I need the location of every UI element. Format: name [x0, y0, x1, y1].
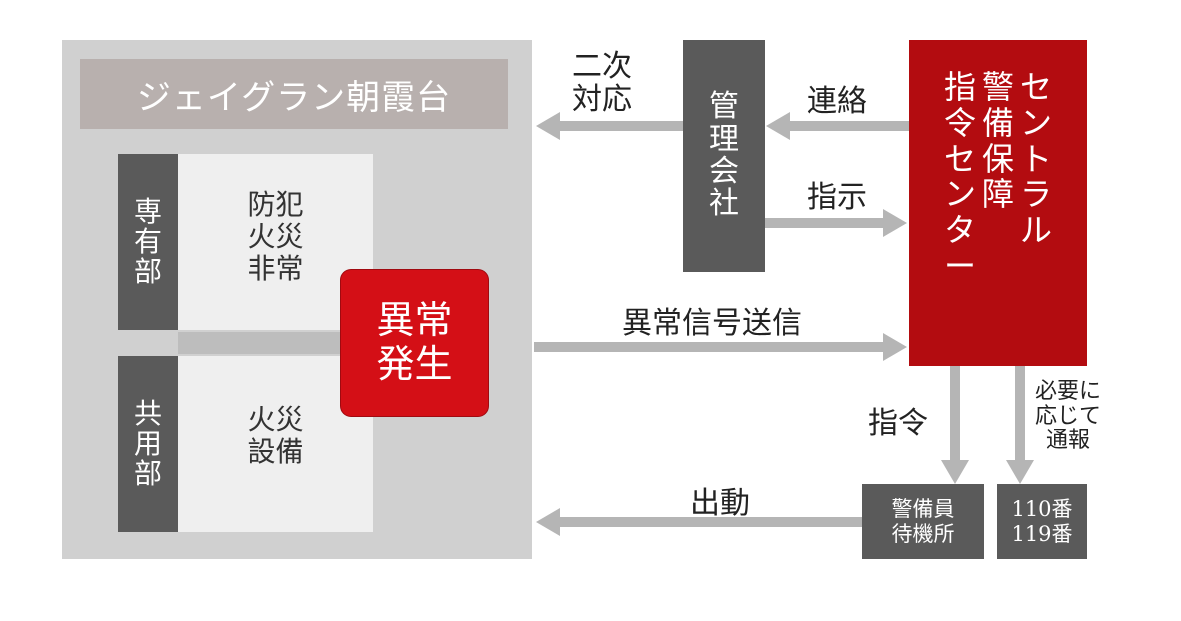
- security-center-box: セ ン ト ラ ル 警 備 保 障 指 令 セ ン タ ー: [909, 40, 1087, 366]
- arrow-signal-transmission-head: [883, 333, 907, 361]
- private-item-emergency: 非常: [247, 252, 304, 286]
- arrow-notify: [1015, 366, 1025, 462]
- security-center-col-3: 指 令 セ ン タ ー: [943, 68, 976, 366]
- management-company-char: 理: [709, 121, 739, 157]
- arrow-signal-transmission: [534, 342, 884, 352]
- label-notify-line: 必要に: [1035, 379, 1102, 404]
- arrow-dispatch-head: [536, 508, 560, 536]
- common-area-panel: 火災 設備: [178, 356, 373, 532]
- private-item-security: 防犯: [247, 187, 304, 221]
- management-company-char: 管: [709, 89, 739, 125]
- private-area-char: 部: [133, 255, 162, 289]
- arrow-command-head: [941, 460, 969, 484]
- label-command: 指令: [868, 406, 928, 441]
- private-area-char: 専: [133, 194, 162, 228]
- security-center-char: タ: [943, 211, 976, 250]
- arrow-contact-head: [766, 112, 790, 140]
- label-secondary-response-line: 二次: [572, 49, 632, 84]
- security-center-char: 障: [981, 175, 1014, 214]
- label-notify-if-needed: 必要に 応じて 通報: [1035, 379, 1102, 454]
- security-center-char: 保: [981, 139, 1014, 178]
- emergency-numbers-box: 110番 119番: [997, 484, 1087, 559]
- common-item-equipment: 設備: [247, 435, 304, 468]
- common-area-char: 用: [133, 426, 162, 460]
- building-title: ジェイグラン朝霞台: [80, 59, 508, 129]
- emergency-number-police: 110番: [1011, 497, 1073, 522]
- private-item-fire: 火災: [247, 219, 304, 253]
- label-notify-line: 通報: [1046, 428, 1091, 454]
- private-area-tab: 専 有 部: [118, 154, 178, 330]
- label-notify-line: 応じて: [1035, 403, 1102, 429]
- emergency-number-fire: 119番: [1011, 521, 1073, 546]
- security-center-col-2: 警 備 保 障: [981, 68, 1014, 366]
- security-center-col-1: セ ン ト ラ ル: [1020, 68, 1053, 366]
- standby-line: 待機所: [891, 521, 955, 546]
- security-center-char: セ: [1020, 68, 1053, 106]
- security-center-char: 指: [943, 68, 976, 106]
- abnormal-event-line: 異常: [376, 298, 453, 343]
- management-company-char: 会: [709, 154, 739, 189]
- security-center-char: ル: [1020, 211, 1053, 250]
- label-secondary-response: 二次 対応: [572, 50, 632, 116]
- management-company-box: 管 理 会 社: [683, 40, 765, 272]
- common-area-tab: 共 用 部: [118, 356, 178, 532]
- arrow-notify-head: [1006, 460, 1034, 484]
- arrow-secondary-response: [558, 121, 683, 131]
- guard-standby-station-box: 警備員 待機所: [862, 484, 984, 559]
- standby-line: 警備員: [891, 497, 955, 522]
- label-contact: 連絡: [807, 84, 867, 119]
- label-instruction: 指示: [807, 180, 867, 215]
- common-area-char: 共: [133, 396, 162, 430]
- security-center-char: ー: [943, 247, 976, 286]
- abnormal-event-box: 異常 発生: [341, 270, 488, 416]
- arrow-dispatch: [558, 517, 862, 527]
- security-center-char: ラ: [1020, 175, 1053, 214]
- label-secondary-response-line: 対応: [572, 82, 632, 117]
- security-center-char: セ: [943, 139, 976, 178]
- security-center-char: ン: [1020, 103, 1053, 142]
- area-connector: [178, 332, 340, 354]
- security-center-char: 備: [981, 103, 1014, 142]
- label-dispatch: 出動: [690, 486, 750, 521]
- arrow-instruction-head: [883, 209, 907, 237]
- abnormal-event-line: 発生: [376, 342, 453, 386]
- management-company-char: 社: [709, 186, 739, 222]
- arrow-instruction: [765, 218, 885, 228]
- label-signal-transmission: 異常信号送信: [622, 306, 802, 341]
- security-center-char: 令: [943, 103, 976, 142]
- common-item-fire: 火災: [247, 402, 304, 436]
- private-area-panel: 防犯 火災 非常: [178, 154, 373, 330]
- security-center-char: ン: [943, 175, 976, 214]
- arrow-secondary-response-head: [536, 112, 560, 140]
- arrow-command: [950, 366, 960, 462]
- private-area-char: 有: [133, 224, 162, 258]
- security-center-char: ト: [1020, 139, 1053, 178]
- common-area-char: 部: [133, 457, 162, 491]
- arrow-contact: [788, 121, 909, 131]
- security-center-char: 警: [981, 68, 1014, 106]
